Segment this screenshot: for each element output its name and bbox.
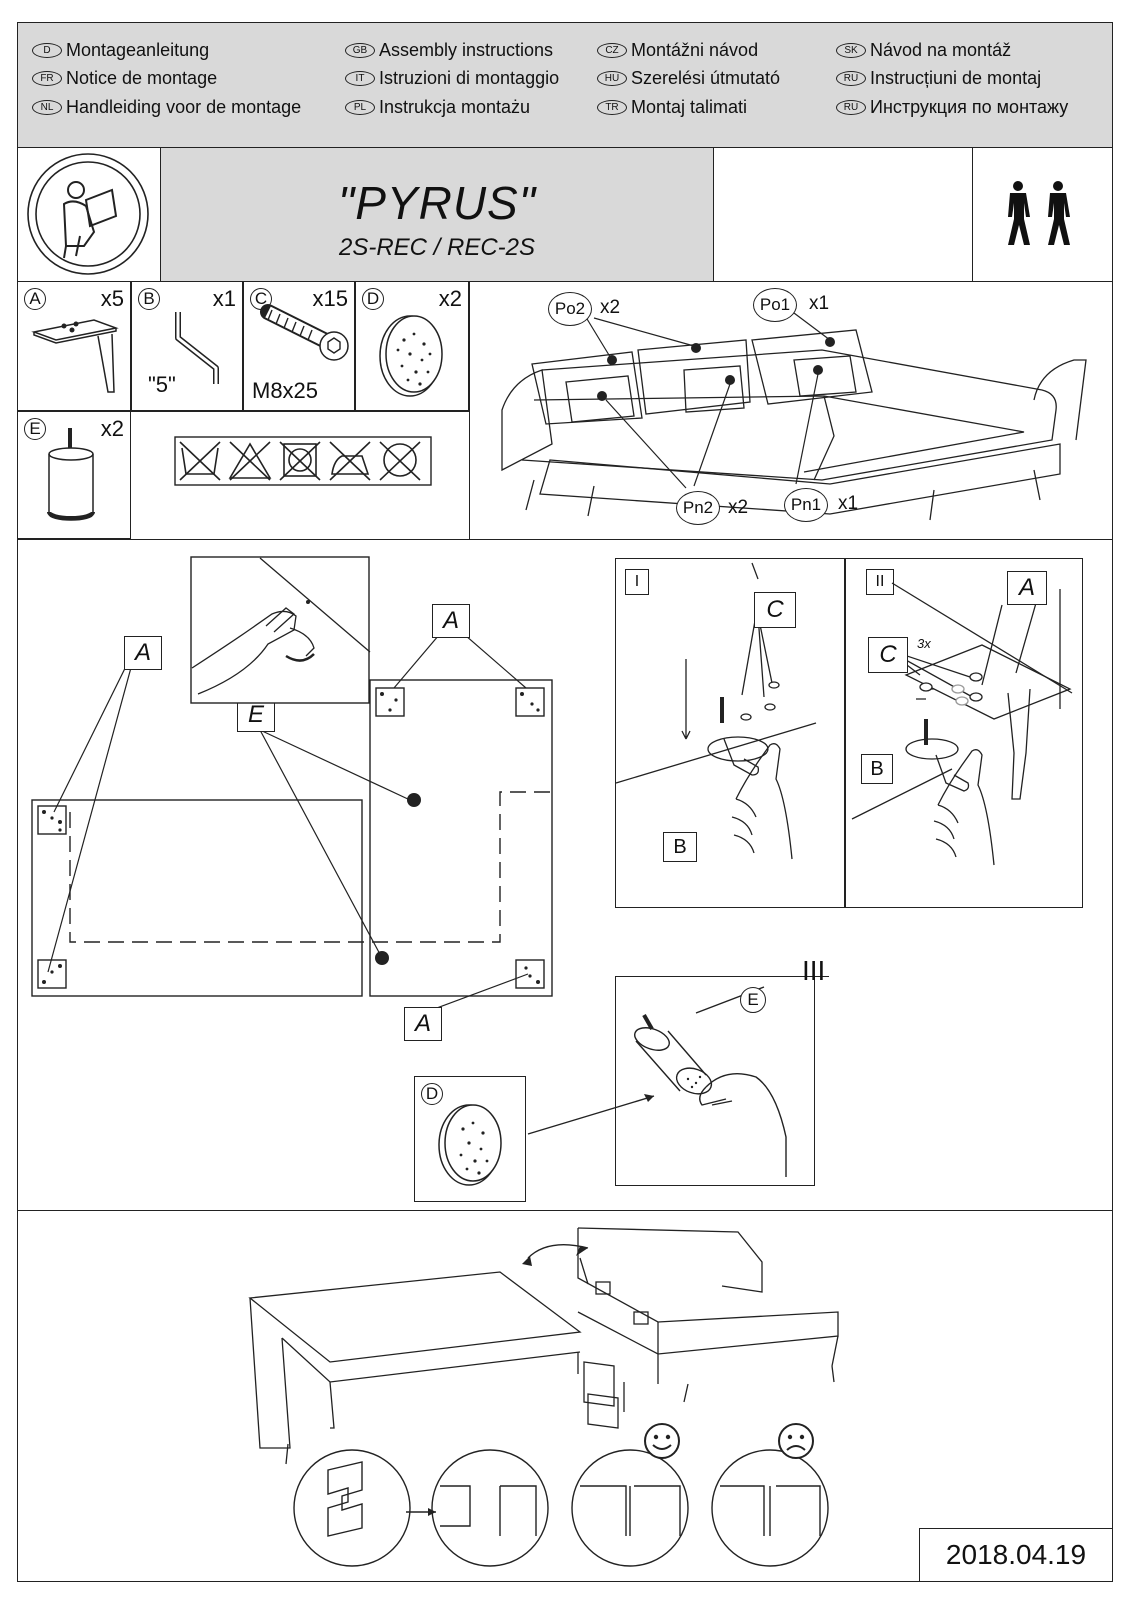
divider (17, 539, 1113, 540)
part-cell-c: C x15 M8x25 (243, 281, 355, 411)
cushion-qty-po2: x2 (600, 297, 621, 318)
no-tumble-dry-icon (279, 441, 321, 481)
part-cell-a: A x5 (17, 281, 131, 411)
label-b: B (663, 832, 697, 862)
step-number: III (802, 955, 826, 986)
bolt-icon (260, 304, 349, 361)
felt-pad-icon (438, 1104, 502, 1186)
leg-bracket-icon (31, 319, 119, 393)
step1-illustration (615, 562, 817, 860)
label-e-circle: E (740, 987, 766, 1013)
label-a: A (1007, 571, 1047, 605)
label-a: A (404, 1007, 442, 1041)
step-panel-3 (615, 976, 815, 1186)
quantity-note: 3x (917, 636, 931, 651)
sofa-connection-illustration (248, 1227, 839, 1465)
label-c: C (754, 592, 796, 628)
step-number: I (625, 569, 649, 595)
language-header (17, 22, 1113, 148)
step-number: II (866, 569, 894, 595)
label-b: B (861, 754, 893, 784)
divider (17, 411, 469, 412)
divider (17, 281, 1113, 282)
cushion-tag-pn2: Pn2 (676, 491, 720, 525)
part-cell-b: B x1 "5" (131, 281, 243, 411)
allen-key-icon (175, 312, 219, 384)
label-a: A (124, 636, 162, 670)
title-block: "PYRUS" 2S-REC / REC-2S (160, 148, 714, 281)
no-dry-clean-icon (379, 441, 421, 481)
sofa-foot-icon (47, 428, 95, 521)
step3-illustration (634, 986, 787, 1177)
arrow-to-step3 (527, 1094, 655, 1135)
revision-date: 2018.04.19 (919, 1528, 1113, 1582)
felt-pad-inset: D (414, 1076, 526, 1202)
step2-illustration (851, 582, 1073, 866)
step-panel-1 (615, 558, 845, 908)
read-manual-icon (27, 153, 149, 275)
divider (815, 976, 829, 977)
cushion-tag-po1: Po1 (753, 288, 797, 322)
cushion-qty-pn1: x1 (838, 493, 859, 514)
hand-screw-foot-inset (190, 556, 371, 704)
cushion-qty-po1: x1 (809, 293, 830, 314)
product-variant: 2S-REC / REC-2S (338, 234, 536, 261)
connection-detail-circles (293, 1449, 829, 1567)
no-wash-icon (179, 441, 221, 481)
step-panel-2 (845, 558, 1083, 908)
part-cell-e: E x2 (17, 411, 131, 539)
smiley-sad-icon (778, 1423, 814, 1459)
sofa-overview-illustration (501, 309, 1087, 521)
product-name: "PYRUS" (337, 177, 537, 229)
two-person-icon (1008, 181, 1070, 245)
care-symbols (174, 436, 432, 486)
cushion-tag-po2: Po2 (548, 292, 592, 326)
no-iron-icon (329, 441, 371, 481)
label-a: A (432, 604, 470, 638)
label-c: C (868, 637, 908, 673)
divider (17, 1210, 1113, 1211)
no-bleach-icon (228, 441, 272, 481)
felt-pad-icon (379, 315, 443, 397)
divider (469, 281, 470, 539)
cushion-qty-pn2: x2 (728, 497, 749, 518)
divider (972, 148, 973, 281)
part-cell-d: D x2 (355, 281, 469, 411)
smiley-happy-icon (644, 1423, 680, 1459)
cushion-tag-pn1: Pn1 (784, 488, 828, 522)
